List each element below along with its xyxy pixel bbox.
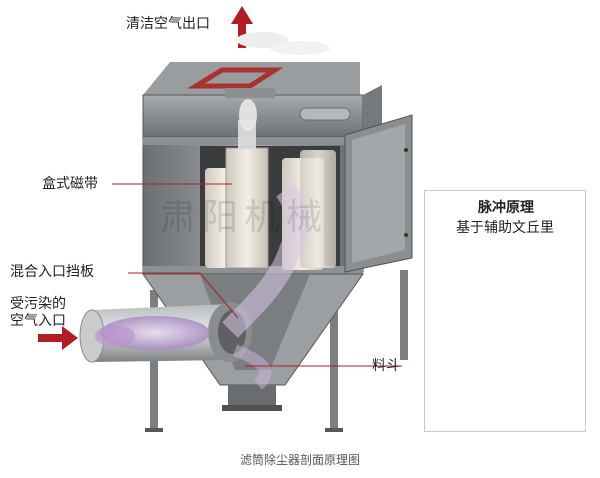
label-contaminated-air-2: 空气入口 [10, 313, 66, 329]
label-pulse-subtitle: 基于辅助文丘里 [456, 220, 554, 236]
label-contaminated-air-1: 受污染的 [10, 296, 66, 312]
label-pulse-title: 脉冲原理 [478, 200, 534, 216]
watermark-text: 肃阳机械 [160, 197, 329, 238]
label-hopper: 料斗 [372, 358, 400, 374]
leader-lines [112, 183, 402, 367]
clean-air-plume [236, 32, 330, 131]
figure-caption: 滤筒除尘器剖面原理图 [239, 453, 360, 467]
label-mixed-inlet-baffle: 混合入口挡板 [10, 264, 94, 280]
access-door [344, 114, 413, 273]
top-plenum [142, 62, 382, 138]
inset-frame [424, 190, 586, 432]
label-clean-air-outlet: 清洁空气出口 [126, 16, 210, 32]
pulse-header [187, 67, 351, 121]
label-box-magnetic-belt: 盒式磁带 [42, 176, 98, 192]
right-arrow-icon [38, 326, 78, 350]
